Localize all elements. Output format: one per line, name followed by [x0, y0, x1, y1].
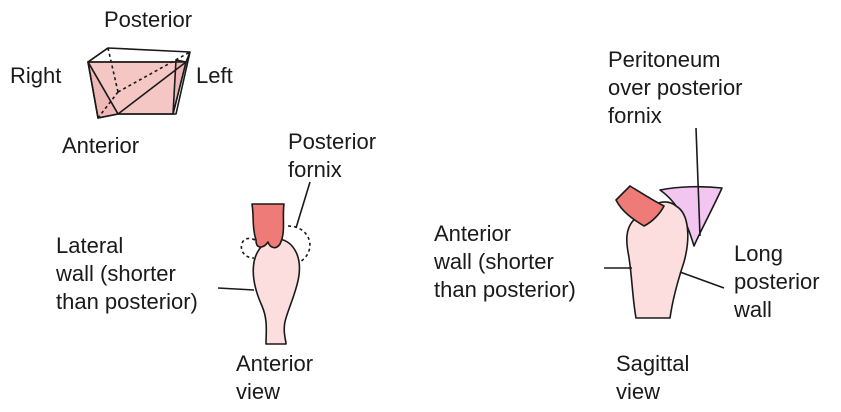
anterior-view-diagram: [218, 182, 310, 344]
3d-box-icon: [88, 48, 190, 118]
left-label: Left: [196, 62, 233, 90]
anterior-label: Anterior: [62, 132, 139, 160]
posterior-wall-leader: [680, 272, 724, 288]
anterior-wall-label: Anterior wall (shorter than posterior): [434, 220, 576, 304]
posterior-fornix-label: Posterior fornix: [288, 128, 376, 184]
anterior-view-caption: Anterior view: [236, 350, 313, 406]
cervix-anterior: [252, 204, 284, 248]
box-side-face: [173, 60, 186, 114]
sagittal-view-diagram: [604, 128, 724, 318]
lateral-wall-label: Lateral wall (shorter than posterior): [56, 232, 198, 316]
posterior-label: Posterior: [104, 6, 192, 34]
right-label: Right: [10, 62, 61, 90]
fornix-leader: [296, 182, 310, 228]
peritoneum-label: Peritoneum over posterior fornix: [608, 46, 743, 130]
vaginal-wall-anterior: [253, 239, 299, 344]
lateral-wall-leader: [218, 288, 254, 290]
box-front-edge: [88, 48, 108, 62]
sagittal-view-caption: Sagittal view: [616, 350, 689, 406]
posterior-wall-label: Long posterior wall: [734, 240, 820, 324]
